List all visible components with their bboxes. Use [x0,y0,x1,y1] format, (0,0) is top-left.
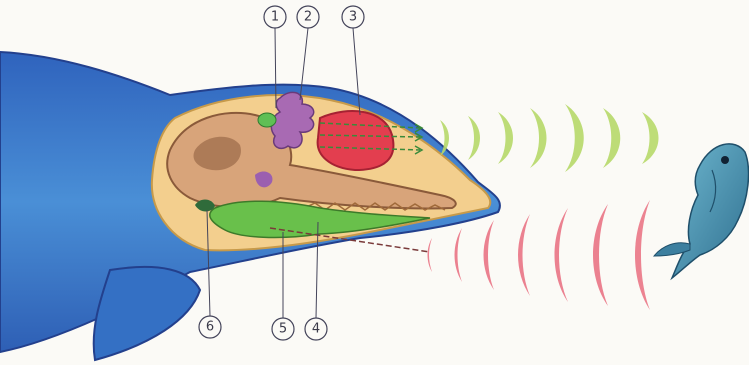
callout-1-label: 1 [271,10,279,25]
callout-1: 1 [264,6,286,28]
outgoing-sound-waves [440,104,659,172]
callout-3-label: 3 [349,10,357,25]
callout-6-label: 6 [206,320,214,335]
callout-2: 2 [297,6,319,28]
melon [318,111,394,170]
callout-3: 3 [342,6,364,28]
callout-2-label: 2 [304,10,312,25]
callout-5: 5 [272,318,294,340]
pectoral-fin [94,267,200,360]
callout-6: 6 [199,316,221,338]
fish-eye [721,156,729,164]
blowhole-sac [258,113,276,127]
fish [654,144,749,278]
callout-5-label: 5 [279,322,287,337]
callout-4-label: 4 [312,322,320,337]
callout-4: 4 [305,318,327,340]
